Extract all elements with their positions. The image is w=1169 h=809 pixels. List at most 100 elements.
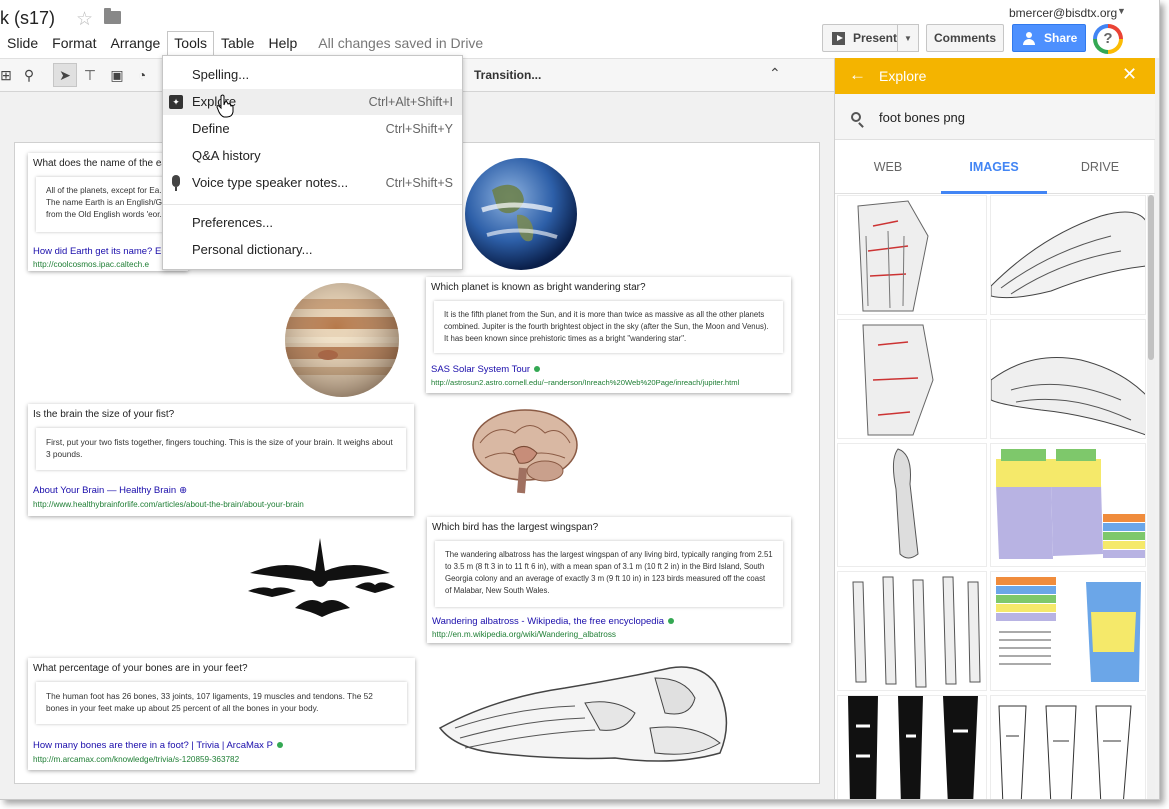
- tab-web[interactable]: WEB: [873, 160, 903, 174]
- verified-icon: [534, 366, 541, 373]
- save-status[interactable]: All changes saved in Drive: [318, 35, 484, 51]
- microphone-icon: [172, 175, 180, 191]
- menu-item-personal-dictionary[interactable]: Personal dictionary...: [163, 237, 462, 263]
- card-url[interactable]: http://www.healthybrainforlife.com/artic…: [33, 500, 304, 509]
- card-link-text: About Your Brain — Healthy Brain: [33, 485, 177, 496]
- menu-item-spelling[interactable]: Spelling...: [163, 62, 462, 88]
- scrollbar-thumb[interactable]: [1148, 195, 1154, 360]
- card-link-text: How many bones are there in a foot? | Tr…: [33, 740, 273, 751]
- select-tool-icon[interactable]: ➤: [53, 63, 77, 87]
- menu-item-define[interactable]: Define Ctrl+Shift+Y: [163, 116, 462, 142]
- tools-menu-dropdown: Spelling... ✦ Explore Ctrl+Alt+Shift+I D…: [162, 55, 463, 270]
- menu-tools[interactable]: Tools: [167, 31, 214, 57]
- card-question: Is the brain the size of your fist?: [33, 409, 175, 420]
- card-question: What does the name of the ea: [33, 158, 167, 169]
- zoom-icon[interactable]: ⚲: [23, 66, 35, 83]
- menu-item-qa-history[interactable]: Q&A history: [163, 143, 462, 169]
- back-arrow-icon[interactable]: ←: [849, 65, 866, 84]
- card-link[interactable]: How many bones are there in a foot? | Tr…: [33, 740, 283, 751]
- image-result[interactable]: [990, 319, 1146, 439]
- menu-item-shortcut: Ctrl+Shift+S: [385, 176, 453, 190]
- transition-button[interactable]: Transition...: [474, 68, 542, 82]
- image-result[interactable]: [990, 695, 1146, 800]
- card-url[interactable]: http://astrosun2.astro.cornell.edu/~rand…: [431, 378, 740, 387]
- card-link[interactable]: Wandering albatross - Wikipedia, the fre…: [432, 616, 674, 627]
- search-input[interactable]: foot bones png: [879, 110, 966, 125]
- qa-card-jupiter[interactable]: Which planet is known as bright wanderin…: [426, 277, 791, 393]
- image-result[interactable]: [837, 319, 987, 439]
- menu-arrange[interactable]: Arrange: [110, 35, 161, 51]
- text-box-icon[interactable]: ⊤: [83, 66, 97, 83]
- foot-bones-image[interactable]: [435, 658, 755, 773]
- menu-item-label: Q&A history: [192, 148, 261, 163]
- image-result[interactable]: [990, 571, 1146, 691]
- card-url[interactable]: http://coolcosmos.ipac.caltech.e: [33, 260, 150, 269]
- earth-image[interactable]: [462, 155, 580, 273]
- present-button[interactable]: Present: [822, 24, 898, 52]
- play-icon: [832, 31, 845, 45]
- share-label: Share: [1044, 31, 1078, 45]
- present-options-button[interactable]: ▼: [898, 24, 919, 52]
- qa-card-feet[interactable]: What percentage of your bones are in you…: [28, 658, 415, 770]
- fit-icon[interactable]: ⊞: [0, 66, 12, 83]
- menu-format[interactable]: Format: [52, 35, 97, 51]
- menu-item-preferences[interactable]: Preferences...: [163, 210, 462, 236]
- collapse-icon[interactable]: ⌃: [769, 65, 781, 81]
- search-icon[interactable]: [851, 112, 861, 122]
- card-url[interactable]: http://en.m.wikipedia.org/wiki/Wandering…: [432, 630, 617, 639]
- menu-item-shortcut: Ctrl+Alt+Shift+I: [368, 95, 453, 109]
- card-link[interactable]: How did Earth get its name? E: [33, 246, 162, 257]
- help-icon[interactable]: ?: [1093, 24, 1123, 54]
- image-result[interactable]: [837, 571, 987, 691]
- card-question: Which bird has the largest wingspan?: [432, 522, 599, 533]
- explore-search-bar[interactable]: foot bones png: [835, 94, 1155, 140]
- card-answer: First, put your two fists together, fing…: [36, 428, 406, 470]
- card-answer: The human foot has 26 bones, 33 joints, …: [36, 682, 407, 724]
- hand-cursor-icon: [216, 94, 234, 118]
- image-result[interactable]: [837, 195, 987, 315]
- folder-icon[interactable]: [104, 8, 121, 24]
- menu-help[interactable]: Help: [268, 35, 298, 51]
- menu-table[interactable]: Table: [220, 35, 255, 51]
- qa-card-bird[interactable]: Which bird has the largest wingspan? The…: [427, 517, 791, 643]
- slide-canvas[interactable]: What does the name of the ea All of the …: [14, 142, 820, 784]
- scrollbar[interactable]: [1147, 195, 1155, 799]
- image-icon[interactable]: ▣: [110, 66, 124, 83]
- card-answer: It is the fifth planet from the Sun, and…: [434, 301, 783, 353]
- brain-image[interactable]: [465, 403, 583, 501]
- explore-icon: ✦: [169, 95, 183, 109]
- account-email[interactable]: bmercer@bisdtx.org: [1009, 6, 1118, 20]
- image-results-grid: [835, 195, 1147, 800]
- jupiter-image[interactable]: [283, 281, 401, 399]
- comments-button[interactable]: Comments: [926, 24, 1004, 52]
- image-result[interactable]: [837, 695, 987, 800]
- person-icon: [1023, 31, 1035, 45]
- share-button[interactable]: Share: [1012, 24, 1086, 52]
- bird-wingspan-image[interactable]: [240, 533, 400, 628]
- image-result[interactable]: [837, 443, 987, 567]
- menu-item-voice-type[interactable]: Voice type speaker notes... Ctrl+Shift+S: [163, 170, 462, 196]
- document-title[interactable]: k (s17): [0, 8, 56, 28]
- card-link[interactable]: About Your Brain — Healthy Brain⊕: [33, 485, 187, 496]
- shape-icon[interactable]: ◔: [137, 67, 147, 83]
- menu-divider: [163, 204, 462, 205]
- card-question: Which planet is known as bright wanderin…: [431, 282, 646, 293]
- explore-title: Explore: [879, 68, 927, 84]
- chevron-down-icon[interactable]: ▼: [1117, 6, 1126, 16]
- menu-item-explore[interactable]: ✦ Explore Ctrl+Alt+Shift+I: [163, 89, 462, 115]
- card-link[interactable]: SAS Solar System Tour: [431, 364, 541, 375]
- qa-card-brain[interactable]: Is the brain the size of your fist? Firs…: [28, 404, 414, 516]
- card-link-text: SAS Solar System Tour: [431, 364, 531, 375]
- verified-icon: [276, 742, 283, 749]
- explore-header: ← Explore ✕: [835, 58, 1155, 94]
- image-result[interactable]: [990, 195, 1146, 315]
- tab-images[interactable]: IMAGES: [969, 160, 1019, 174]
- menu-slide[interactable]: Slide: [7, 35, 39, 51]
- star-icon[interactable]: ☆: [76, 9, 94, 30]
- image-result[interactable]: [990, 443, 1146, 567]
- tab-drive[interactable]: DRIVE: [1080, 160, 1120, 174]
- close-icon[interactable]: ✕: [1122, 64, 1138, 84]
- card-url[interactable]: http://m.arcamax.com/knowledge/trivia/s-…: [33, 755, 240, 764]
- qa-card-earth[interactable]: What does the name of the ea All of the …: [28, 153, 188, 271]
- card-answer: The wandering albatross has the largest …: [435, 541, 783, 607]
